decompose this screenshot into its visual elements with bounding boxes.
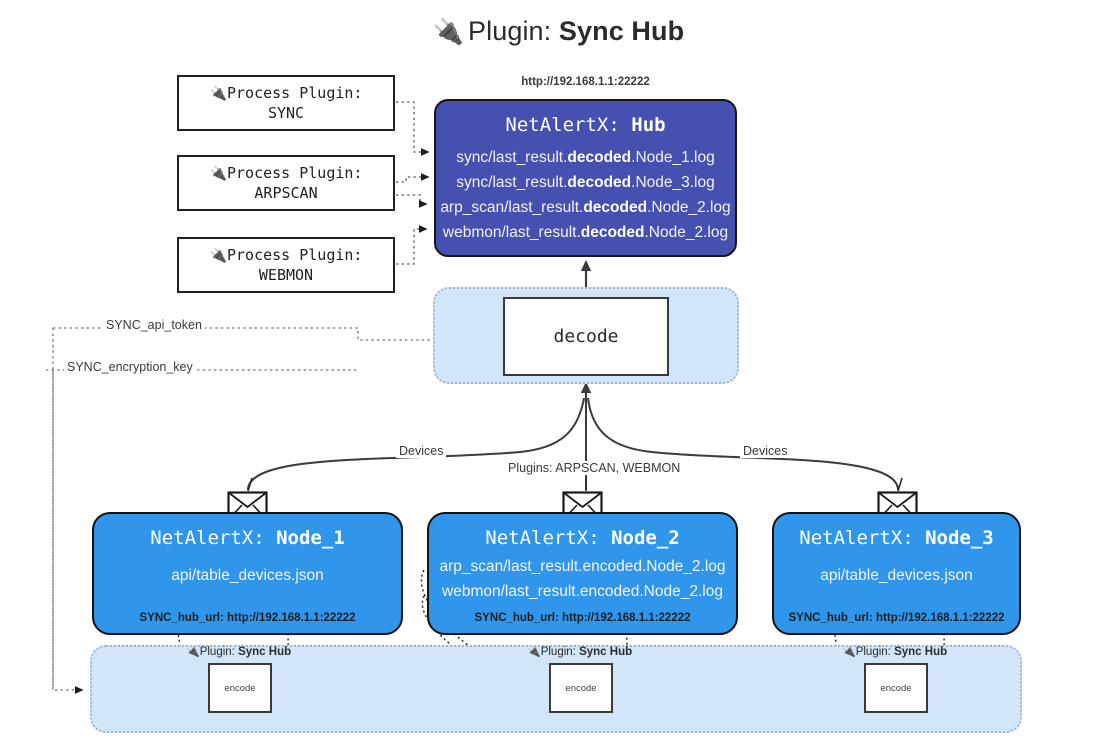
process-plugin-label: Process Plugin:	[226, 245, 363, 264]
node-title: NetAlertX: Node_2	[429, 527, 736, 549]
encode-box-node-3[interactable]: encode	[864, 663, 928, 713]
hub-node[interactable]: NetAlertX: Hub sync/last_result.decoded.…	[434, 99, 737, 257]
node-title: NetAlertX: Node_3	[774, 527, 1019, 549]
process-plugin-sync-box[interactable]: 🔌Process Plugin: SYNC	[177, 75, 395, 131]
hub-log-row: sync/last_result.decoded.Node_3.log	[456, 174, 715, 191]
encode-box-node-2[interactable]: encode	[549, 663, 613, 713]
process-plugin-label: Process Plugin:	[226, 83, 363, 102]
node-file-list: arp_scan/last_result.encoded.Node_2.log …	[429, 554, 736, 604]
node-1[interactable]: NetAlertX: Node_1 api/table_devices.json…	[92, 512, 403, 635]
node-title-prefix: NetAlertX:	[799, 527, 914, 549]
encoder-plugin-label: 🔌Plugin: Sync Hub	[186, 646, 292, 658]
hub-log-list: sync/last_result.decoded.Node_1.log sync…	[436, 145, 735, 245]
node-hub-url-label: SYNC_hub_url: http://192.168.1.1:22222	[474, 612, 691, 624]
hub-url-label: http://192.168.1.1:22222	[521, 76, 650, 88]
encode-label: encode	[880, 682, 912, 694]
encode-label: encode	[224, 682, 256, 694]
node-title-prefix: NetAlertX:	[150, 527, 265, 549]
node-file-list: api/table_devices.json	[774, 563, 1019, 588]
encoder-plugin-label: 🔌Plugin: Sync Hub	[527, 646, 633, 658]
plug-icon: 🔌	[209, 85, 227, 102]
hub-title: NetAlertX: Hub	[436, 114, 735, 136]
plugins-label-center: Plugins: ARPSCAN, WEBMON	[505, 461, 684, 475]
process-plugin-webmon-box[interactable]: 🔌Process Plugin: WEBMON	[177, 237, 395, 293]
sync-api-token-label: SYNC_api_token	[103, 318, 205, 332]
node-title-name: Node_2	[611, 527, 680, 549]
node-title-name: Node_1	[276, 527, 345, 549]
encoder-plugin-label: 🔌Plugin: Sync Hub	[842, 646, 948, 658]
process-plugin-name: ARPSCAN	[254, 183, 318, 202]
page-title: 🔌Plugin: Sync Hub	[0, 16, 1117, 47]
node-title-prefix: NetAlertX:	[485, 527, 600, 549]
devices-label-left: Devices	[396, 444, 447, 458]
node-hub-url-label: SYNC_hub_url: http://192.168.1.1:22222	[139, 612, 356, 624]
node-file-row: webmon/last_result.encoded.Node_2.log	[442, 583, 723, 600]
node-file-list: api/table_devices.json	[94, 563, 401, 588]
decode-box[interactable]: decode	[503, 297, 669, 376]
plug-icon: 🔌	[432, 18, 465, 46]
plug-icon: 🔌	[209, 165, 227, 182]
page-title-name: Sync Hub	[558, 16, 685, 46]
node-file-row: api/table_devices.json	[820, 567, 973, 584]
encode-box-node-1[interactable]: encode	[208, 663, 272, 713]
page-title-prefix: Plugin:	[468, 16, 552, 46]
decode-label: decode	[553, 326, 619, 347]
node-hub-url-label: SYNC_hub_url: http://192.168.1.1:22222	[788, 612, 1005, 624]
encode-label: encode	[565, 682, 597, 694]
node-title-name: Node_3	[925, 527, 994, 549]
devices-label-right: Devices	[740, 444, 791, 458]
node-title: NetAlertX: Node_1	[94, 527, 401, 549]
process-plugin-name: SYNC	[267, 103, 305, 122]
sync-encryption-key-label: SYNC_encryption_key	[64, 360, 196, 374]
node-3[interactable]: NetAlertX: Node_3 api/table_devices.json…	[772, 512, 1021, 635]
process-plugin-label: Process Plugin:	[226, 163, 363, 182]
process-plugin-arpscan-box[interactable]: 🔌Process Plugin: ARPSCAN	[177, 155, 395, 211]
hub-title-prefix: NetAlertX:	[505, 114, 620, 136]
hub-title-name: Hub	[631, 114, 666, 136]
node-2[interactable]: NetAlertX: Node_2 arp_scan/last_result.e…	[427, 512, 738, 635]
plug-icon: 🔌	[527, 646, 541, 658]
node-file-row: arp_scan/last_result.encoded.Node_2.log	[439, 558, 726, 575]
node-file-row: api/table_devices.json	[171, 567, 324, 584]
plug-icon: 🔌	[186, 646, 200, 658]
hub-log-row: webmon/last_result.decoded.Node_2.log	[442, 224, 729, 241]
hub-log-row: sync/last_result.decoded.Node_1.log	[456, 149, 715, 166]
hub-log-row: arp_scan/last_result.decoded.Node_2.log	[440, 199, 731, 216]
process-plugin-name: WEBMON	[258, 265, 314, 284]
plug-icon: 🔌	[209, 247, 227, 264]
plug-icon: 🔌	[842, 646, 856, 658]
